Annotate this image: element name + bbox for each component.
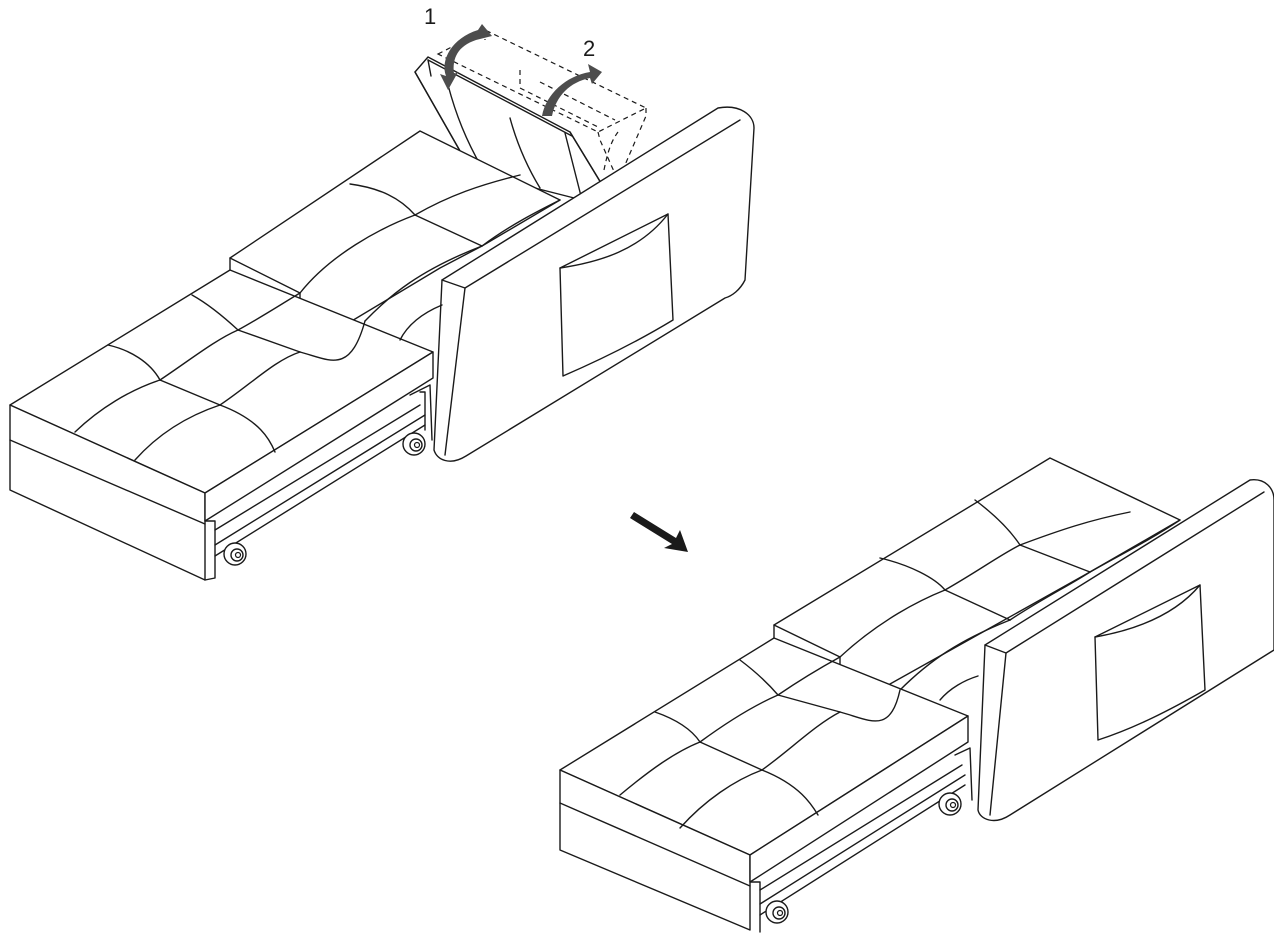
transition-arrow (630, 512, 688, 552)
armrest-pocket-result (1094, 584, 1206, 741)
step-label-1: 1 (424, 4, 436, 29)
wheel-front (223, 542, 247, 566)
wheel-back-result (938, 792, 962, 816)
armrest-pocket (559, 213, 674, 377)
armrest-result (939, 479, 1274, 822)
armrest (399, 106, 755, 462)
figure-unfolding-step: 1 2 (9, 4, 755, 581)
wheel-back (402, 432, 426, 456)
footrest-cushion-result (559, 637, 969, 931)
wheel-front-result (765, 900, 789, 924)
frame-rails-result (749, 747, 973, 933)
frame-rails (204, 384, 433, 581)
rotation-arrow-2 (542, 64, 602, 116)
step-label-2: 2 (583, 36, 595, 61)
rotation-arrow-1 (440, 24, 492, 90)
footrest-cushion (9, 269, 434, 581)
figure-folded-result (559, 457, 1274, 933)
